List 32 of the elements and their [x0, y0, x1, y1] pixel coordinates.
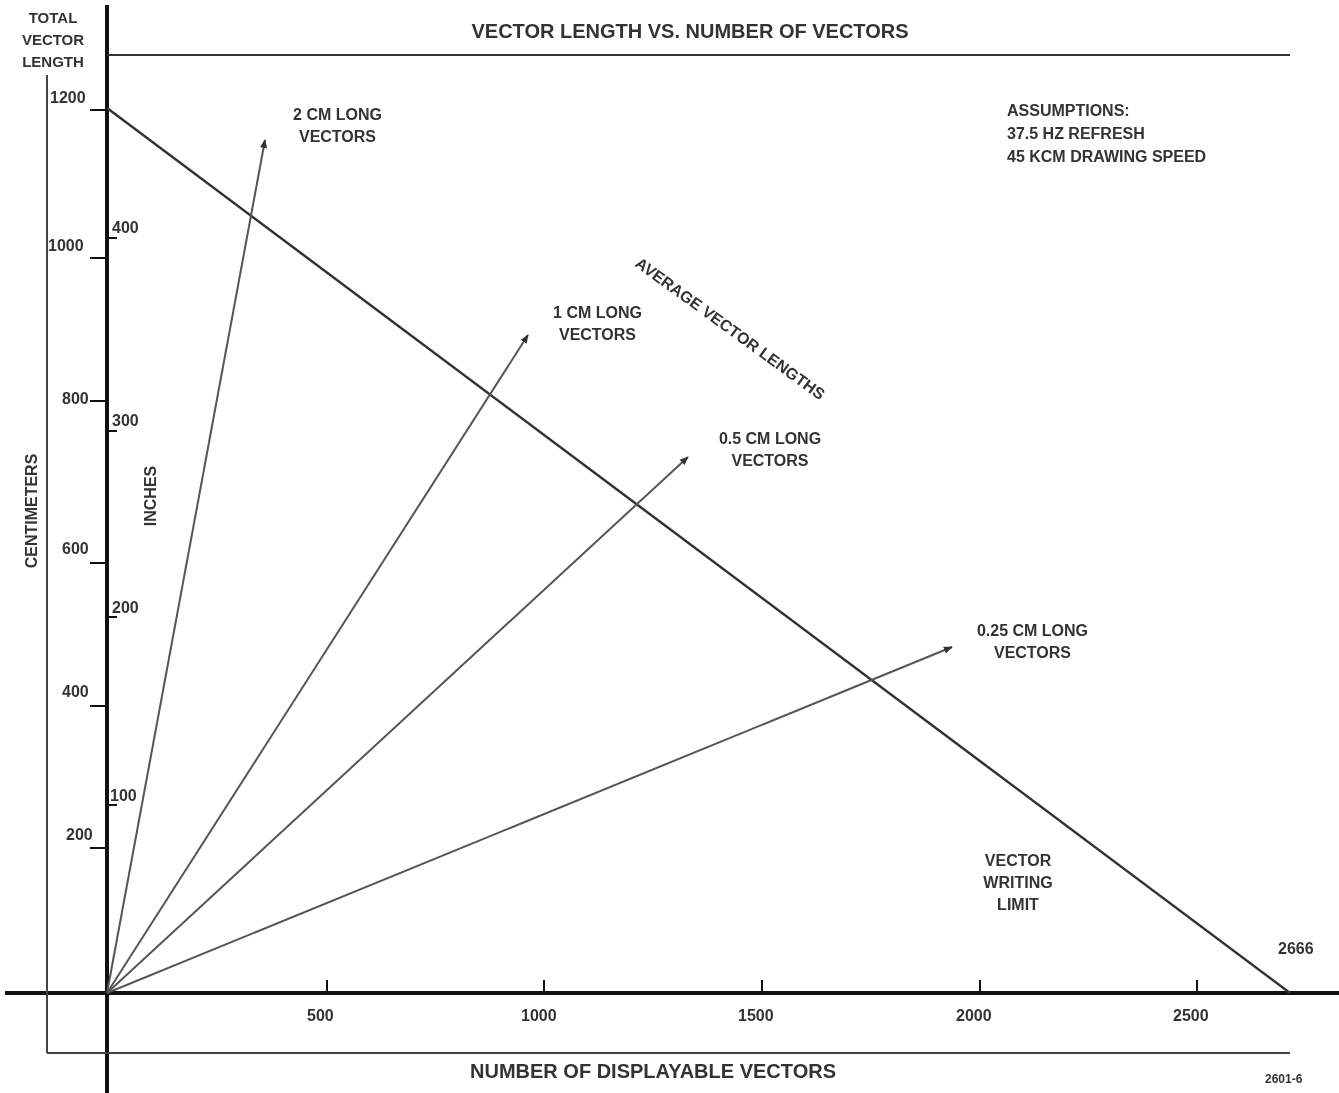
axis-label: INCHES: [141, 465, 161, 527]
axis-label: 600: [62, 539, 89, 559]
axis-label: 200: [112, 598, 139, 618]
axis-label: CENTIMETERS: [22, 453, 42, 569]
axis-label: 37.5 HZ REFRESH: [1007, 124, 1145, 144]
arrow: [106, 646, 953, 994]
axis-label: 1000: [48, 236, 84, 256]
axis-label: 800: [62, 389, 89, 409]
axis-label: 2666: [1278, 939, 1314, 959]
chart-title: VECTOR LENGTH VS. NUMBER OF VECTORS: [470, 20, 910, 43]
axis-label: 1500: [738, 1006, 774, 1026]
axis-label: 2601-6: [1265, 1071, 1303, 1088]
series-label: 0.5 CM LONG VECTORS: [690, 428, 850, 472]
axis-label: 400: [62, 682, 89, 702]
arrow: [106, 456, 689, 994]
axis-label: 500: [307, 1006, 334, 1026]
arrow: [106, 334, 529, 994]
axis-label: 1200: [50, 88, 86, 108]
arrow: [106, 139, 268, 994]
axis-label: 100: [110, 786, 137, 806]
axis-label: 200: [66, 825, 93, 845]
axis-label: 2500: [1173, 1006, 1209, 1026]
axis-label: 400: [112, 218, 139, 238]
axis-label: ASSUMPTIONS:: [1007, 101, 1130, 121]
axis-label: VECTOR WRITING LIMIT: [982, 851, 1054, 915]
series-label: 0.25 CM LONG VECTORS: [955, 620, 1110, 664]
series-label: 2 CM LONG VECTORS: [270, 104, 405, 148]
axis-label: 45 KCM DRAWING SPEED: [1007, 147, 1207, 167]
axis-label: 300: [112, 411, 139, 431]
axis-label: TOTAL VECTOR LENGTH: [20, 8, 86, 72]
axis-label: 1000: [521, 1006, 557, 1026]
axis-label: 2000: [956, 1006, 992, 1026]
